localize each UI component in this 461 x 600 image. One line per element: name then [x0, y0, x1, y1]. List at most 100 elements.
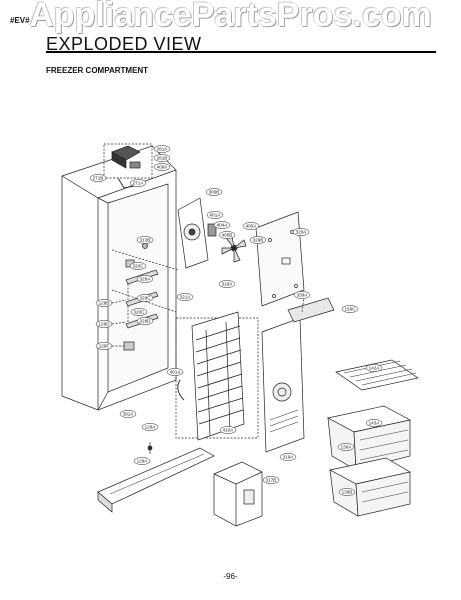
callout-text: 339A [297, 293, 309, 298]
callout-bubble [166, 368, 184, 376]
callout-142a: 142A [365, 364, 383, 372]
callout-bubble [136, 275, 154, 283]
callout-bubble [141, 423, 159, 431]
callout-128f: 128F [95, 342, 113, 350]
callout-bubble [136, 317, 154, 325]
callout-271a: 271A [129, 179, 147, 187]
callout-bubble [292, 228, 310, 236]
callout-text: 317B [266, 478, 277, 483]
freezer-cabinet [61, 145, 179, 411]
callout-bubble [205, 188, 223, 196]
callout-bubble [153, 163, 171, 171]
callout-bubble [129, 179, 147, 187]
bottom-cover [97, 442, 215, 513]
callout-text: 320C [133, 264, 145, 269]
callout-129a: 129A [133, 457, 151, 465]
callout-405b: 405B [218, 231, 236, 239]
callout-text: 409A [157, 165, 169, 170]
page-title: EXPLODED VIEW [46, 34, 202, 54]
callout-143a: 143A [365, 419, 383, 427]
callout-bubble [95, 320, 113, 328]
callout-bubble [242, 222, 260, 230]
callout-bubble [95, 299, 113, 307]
callout-bubble [136, 294, 154, 302]
callout-bubble [153, 145, 171, 153]
callout-bubble [129, 262, 147, 270]
control-box-assembly [103, 143, 153, 189]
title-underline [46, 51, 436, 53]
callout-bubble [341, 305, 359, 313]
rear-cover-plate [255, 211, 305, 307]
callout-329b: 329B [249, 236, 267, 244]
callout-401a: 401A [166, 368, 184, 376]
callout-328a: 328A [136, 275, 154, 283]
callout-320c: 320C [130, 308, 148, 316]
callout-bubble [365, 364, 383, 372]
callout-313b: 313B [136, 236, 154, 244]
section-subtitle: FREEZER COMPARTMENT [46, 66, 149, 75]
callout-bubble [365, 419, 383, 427]
callout-128d: 128D [95, 320, 113, 328]
callout-318a: 318A [218, 280, 236, 288]
watermark: AppliancePartsPros.com [29, 0, 432, 34]
callout-bubble [218, 231, 236, 239]
callout-text: 128D [99, 322, 111, 327]
callout-bubble [95, 342, 113, 350]
callout-bubble [133, 457, 151, 465]
callout-bubble [119, 410, 137, 418]
callout-text: 410A [223, 428, 235, 433]
callout-391a: 391A [119, 410, 137, 418]
callout-text: 142A [369, 366, 381, 371]
callout-bubble [213, 221, 231, 229]
document-tag: #EV# [10, 16, 30, 25]
callout-328c: 328C [136, 294, 154, 302]
callout-text: 401A [210, 213, 222, 218]
callout-text: 136B [342, 490, 353, 495]
callout-text: 300B [209, 190, 220, 195]
callout-bubble [337, 443, 355, 451]
callout-text: 128B [99, 301, 110, 306]
callout-text: 313B [140, 238, 151, 243]
callout-329a: 329A [292, 228, 310, 236]
callout-136a: 136A [337, 443, 355, 451]
callout-271b: 271B [89, 174, 107, 182]
callout-text: 405B [222, 233, 233, 238]
page-number: -96- [223, 572, 238, 581]
callout-300b: 300B [205, 188, 223, 196]
callout-text: 391A [123, 412, 135, 417]
evaporator-cover [261, 295, 335, 453]
callout-328d: 328D [136, 317, 154, 325]
callout-bubble [262, 476, 280, 484]
callout-text: 129A [145, 425, 157, 430]
callout-text: 404A [217, 223, 229, 228]
callout-410a: 410A [219, 426, 237, 434]
callout-339a: 339A [293, 291, 311, 299]
callout-bubble [206, 211, 224, 219]
callout-text: 271A [133, 181, 145, 186]
callout-404a: 404A [213, 221, 231, 229]
callout-text: 281A [157, 147, 169, 152]
callout-319a: 319A [279, 453, 297, 461]
callout-text: 281B [157, 156, 168, 161]
callout-bubble [130, 308, 148, 316]
callout-158c: 158C [341, 305, 359, 313]
callout-text: 329B [253, 238, 264, 243]
fan-blade [221, 235, 247, 263]
callout-bubble [218, 280, 236, 288]
callout-text: 328A [140, 277, 152, 282]
callout-text: 401A [170, 370, 182, 375]
callout-136b: 136B [338, 488, 356, 496]
callout-text: 320C [134, 310, 146, 315]
callout-text: 136A [341, 445, 353, 450]
callout-text: 328D [140, 319, 152, 324]
callout-bubble [89, 174, 107, 182]
callout-bubble [136, 236, 154, 244]
callout-bubble [293, 291, 311, 299]
callout-text: 128F [99, 344, 110, 349]
freezer-baskets [326, 405, 412, 517]
callout-bubble [249, 236, 267, 244]
callout-text: 319A [283, 455, 295, 460]
callout-text: 271B [93, 176, 104, 181]
